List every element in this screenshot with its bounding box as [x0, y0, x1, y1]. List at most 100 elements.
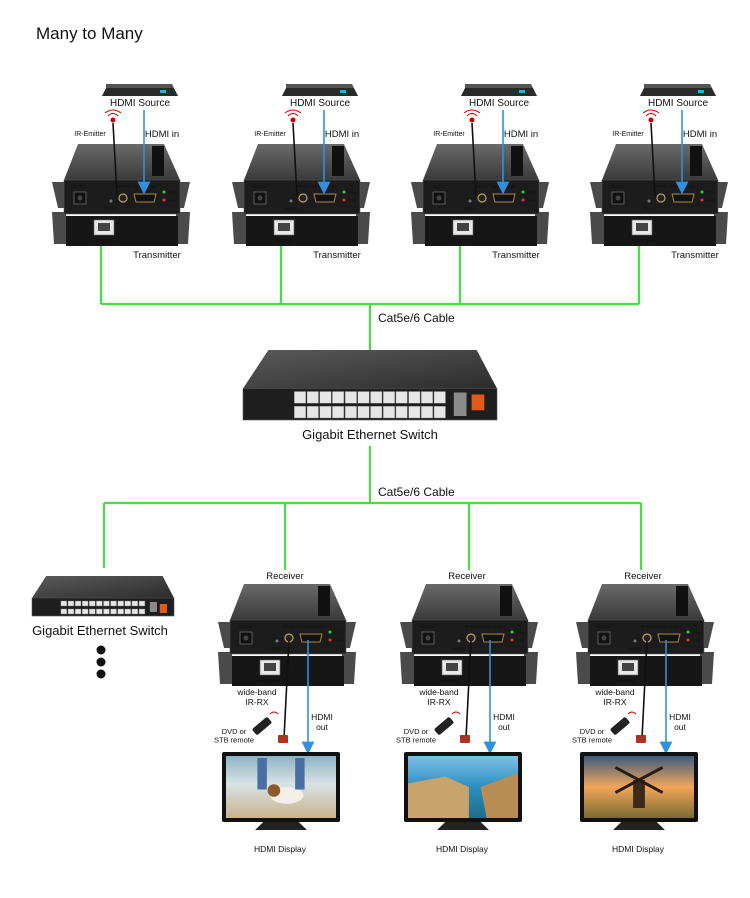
main-switch-port-icon — [433, 391, 446, 404]
rx-1-remote-wave — [269, 711, 279, 715]
rx-3-mount-ear-right-lower — [700, 652, 714, 684]
rx-1-tv-screen-image — [226, 756, 336, 818]
tx-3-reset-button-icon — [468, 199, 472, 203]
tx-4-dc-port-label: DC/5V — [611, 184, 624, 189]
rx-3-remote-control-icon — [610, 717, 630, 735]
tx-2-front-brand-strip — [332, 146, 344, 176]
side-switch-port-icon — [131, 600, 138, 607]
tx-1-ir-emitter-icon — [110, 117, 116, 123]
tx-4-chassis-top — [602, 144, 718, 180]
side-switch-port-icon — [103, 600, 110, 607]
rx-2-tv-stand — [437, 822, 489, 830]
main-switch-port-icon — [332, 406, 345, 419]
tx-3-hdmi-source-top — [465, 84, 533, 88]
rx-1-dc-port-label: DC/5V — [239, 624, 252, 629]
side-switch-port-icon — [138, 608, 146, 615]
tx-4-mount-ear-left-lower — [590, 212, 604, 244]
tx-1-front-brand-text: HDMI — [154, 159, 163, 163]
rx-1-ir-port-label: IR-RX — [283, 624, 295, 629]
tx-4-rear-panel — [604, 216, 716, 246]
side-gigabit-switch — [31, 576, 175, 617]
cable-network — [99, 244, 643, 570]
tx-1-dc-jack-pin — [77, 195, 83, 201]
side-switch-port-icon — [60, 608, 68, 615]
main-switch-port-icon — [344, 391, 357, 404]
tx-2-power-led — [342, 198, 346, 202]
tx-4-ir-port-label: IR-TX — [655, 184, 667, 189]
main-switch-port-icon — [370, 391, 383, 404]
tx-1-hdmi-source-led — [160, 90, 166, 93]
tx-1-hdmi-source-box-icon — [102, 88, 178, 96]
rx-2-ir-port-label: IR-RX — [465, 624, 477, 629]
tx-2-mount-ear-left — [232, 182, 246, 208]
tx-4-status-label: Status — [705, 191, 715, 195]
rx-3-hdmi-port-icon — [657, 633, 681, 643]
rx-2-ethernet-port-inner — [446, 663, 458, 671]
page-title: Many to Many — [36, 24, 143, 43]
rx-2-mount-ear-right-lower — [524, 652, 538, 684]
tx-1-ir-cable — [112, 122, 118, 197]
rx-2-hdmi-port-label: HDMI Output — [479, 624, 506, 629]
rx-3-ethernet-label: Ethernet — [619, 678, 637, 683]
rx-3-chassis-top — [588, 584, 704, 620]
tx-1-ethernet-label: Ethernet — [95, 238, 113, 243]
tx-3-ir-wave-2 — [463, 109, 481, 114]
tx-1-reset-button-icon — [109, 199, 113, 203]
tx-4-power-label: Power — [705, 199, 716, 203]
rx-2-mount-ear-left — [400, 622, 414, 648]
cable-label-top: Cat5e/6 Cable — [378, 311, 455, 325]
rx-2-hdmi-port-icon — [481, 633, 505, 643]
rx-2-mount-ear-left-lower — [400, 652, 414, 684]
switch-main-label: Gigabit Ethernet Switch — [302, 427, 438, 442]
rx-1-unit-label: Receiver — [266, 571, 304, 582]
tx-2-ir-wave-2 — [284, 109, 302, 114]
rx-2-remote-control-icon — [434, 717, 454, 735]
tx-1-hdmi-port-icon — [133, 193, 157, 203]
side-switch-port-icon — [96, 608, 103, 615]
rx-2-power-label: Power — [515, 639, 526, 643]
tx-3-status-label: Status — [526, 191, 536, 195]
rx-3-ir-port-label: IR-RX — [641, 624, 653, 629]
rx-1-status-led — [328, 630, 332, 634]
ellipsis-vertical-icon — [96, 645, 106, 679]
rx-3-unit-label: Receiver — [624, 571, 662, 582]
tx-4-hdmi-label: HDMI in — [683, 129, 717, 140]
tx-3-ir-port-label: IR-TX — [476, 184, 488, 189]
rx-3-dc-port-label: DC/5V — [597, 624, 610, 629]
tx-4-hdmi-source-box-icon — [640, 88, 716, 96]
rx-2-display-label: HDMI Display — [436, 844, 489, 854]
rx-3-mount-ear-left — [576, 622, 590, 648]
tx-2-ir-port-label: IR-TX — [297, 184, 309, 189]
rx-1-mount-ear-left-lower — [218, 652, 232, 684]
tx-1-status-label: Status — [167, 191, 177, 195]
rx-3-dc-jack-pin — [601, 635, 607, 641]
tx-4-status-led — [700, 190, 704, 194]
rx-2-unit-label: Receiver — [448, 571, 486, 582]
rx-2-reset-button-icon — [457, 639, 461, 643]
tx-1-ir-wave-1 — [107, 113, 119, 117]
tx-2-hdmi-source-box-icon — [282, 88, 358, 96]
tx-3-hdmi-port-icon — [492, 193, 516, 203]
rx-2-ethernet-label: Ethernet — [443, 678, 461, 683]
rx-1-power-led — [328, 638, 332, 642]
tx-4-power-led — [700, 198, 704, 202]
tx-2-reset-label: Reset — [285, 206, 298, 211]
tx-3-front-brand-strip — [511, 146, 523, 176]
main-gigabit-switch — [242, 350, 498, 421]
tx-4-unit-label: Transmitter — [671, 250, 719, 261]
tx-2-source-label: HDMI Source — [290, 98, 350, 109]
rx-1-reset-label: Reset — [271, 646, 284, 651]
tx-2-ir-jack-icon — [298, 193, 308, 203]
tx-4-ir-cable — [650, 122, 656, 197]
rx-3-display-label: HDMI Display — [612, 844, 665, 854]
rx-3-front-brand-strip — [676, 586, 688, 616]
tx-1-ethernet-port-inner — [98, 223, 110, 231]
rx-2-power-led — [510, 638, 514, 642]
rx-3-power-label: Power — [691, 639, 702, 643]
